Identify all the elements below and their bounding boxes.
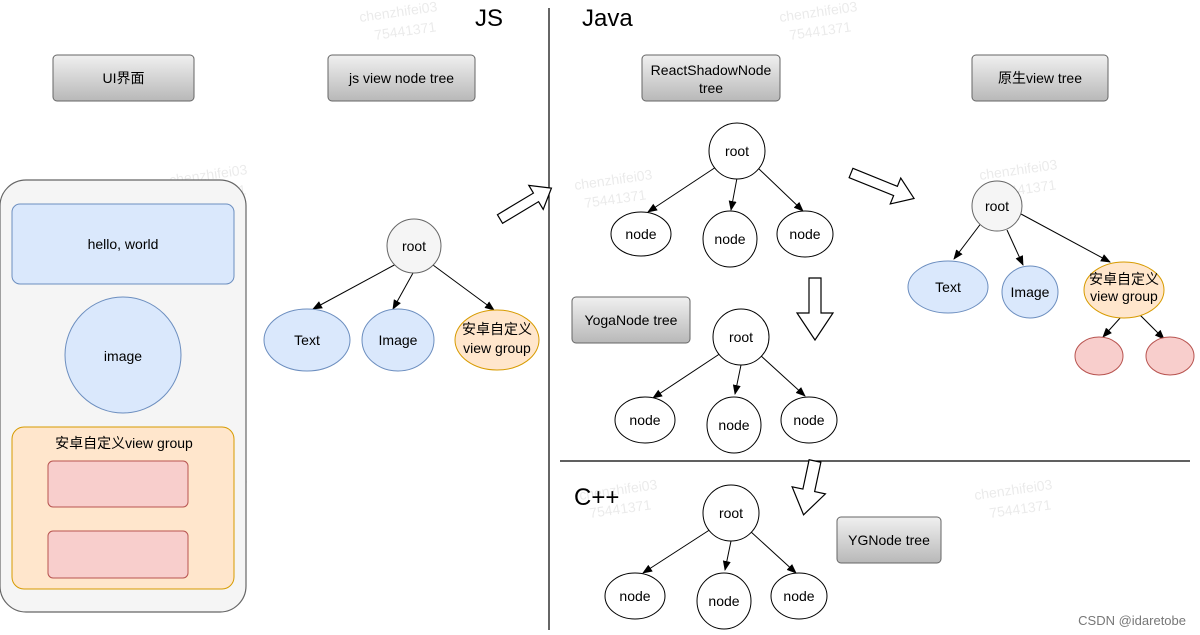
- svg-text:js view node tree: js view node tree: [348, 70, 454, 86]
- svg-text:node: node: [783, 588, 814, 604]
- shadow-child-node-2: node: [702, 210, 758, 268]
- svg-text:安卓自定义: 安卓自定义: [1089, 271, 1159, 287]
- svg-text:root: root: [729, 329, 753, 345]
- js-image-node: Image: [361, 308, 435, 372]
- yg-child-node-2: node: [696, 572, 752, 630]
- arrow-shadow-to-native: [848, 167, 916, 205]
- section-js-title: JS: [475, 5, 503, 32]
- svg-text:root: root: [725, 143, 749, 159]
- svg-text:75441371: 75441371: [988, 496, 1052, 521]
- yoga-child-node-2: node: [706, 396, 762, 454]
- svg-text:Text: Text: [935, 279, 961, 295]
- svg-text:Image: Image: [1011, 284, 1050, 300]
- js-text-node: Text: [263, 308, 351, 372]
- svg-text:YogaNode tree: YogaNode tree: [585, 312, 678, 328]
- yg-node-tree: root node node node: [604, 484, 828, 630]
- svg-text:node: node: [708, 593, 739, 609]
- svg-text:image: image: [104, 348, 142, 364]
- header-react-shadow-node-tree: ReactShadowNode tree: [641, 54, 781, 102]
- header-yg-node-tree: YGNode tree: [836, 516, 942, 564]
- svg-text:Text: Text: [294, 332, 320, 348]
- ui-phone-panel: hello, world image 安卓自定义view group: [0, 179, 247, 613]
- native-root-node: root: [971, 180, 1023, 232]
- svg-text:view group: view group: [463, 340, 531, 356]
- svg-text:YGNode tree: YGNode tree: [848, 532, 930, 548]
- svg-text:node: node: [789, 226, 820, 242]
- watermarks: chenzhifei03 75441371 chenzhifei03 75441…: [168, 0, 1058, 521]
- svg-text:原生view tree: 原生view tree: [998, 70, 1082, 86]
- group-child-1: [47, 460, 189, 508]
- svg-text:安卓自定义: 安卓自定义: [462, 321, 532, 337]
- svg-text:node: node: [714, 231, 745, 247]
- header-js-view-node-tree: js view node tree: [327, 54, 476, 102]
- svg-text:UI界面: UI界面: [103, 70, 145, 86]
- arrow-yoga-to-yg: [791, 459, 827, 516]
- svg-text:root: root: [719, 505, 743, 521]
- svg-text:75441371: 75441371: [373, 18, 437, 43]
- yg-root-node: root: [702, 484, 760, 542]
- native-image-node: Image: [1001, 265, 1059, 319]
- svg-text:root: root: [402, 238, 426, 254]
- svg-text:ReactShadowNode: ReactShadowNode: [651, 62, 772, 78]
- svg-text:node: node: [619, 588, 650, 604]
- native-view-group-node: 安卓自定义 view group: [1083, 261, 1165, 319]
- svg-text:tree: tree: [699, 80, 723, 96]
- js-view-group-node: 安卓自定义 view group: [454, 309, 540, 371]
- shadow-node-tree: root node node node: [610, 122, 834, 268]
- yoga-root-node: root: [712, 308, 770, 366]
- header-yoga-node-tree: YogaNode tree: [571, 296, 691, 344]
- svg-text:node: node: [625, 226, 656, 242]
- csdn-credit: CSDN @idaretobe: [1078, 613, 1186, 628]
- yoga-child-node-1: node: [614, 396, 676, 444]
- svg-text:安卓自定义view group: 安卓自定义view group: [55, 435, 193, 451]
- header-native-view-tree: 原生view tree: [971, 54, 1109, 102]
- arrow-js-to-java: [496, 184, 553, 225]
- yoga-child-node-3: node: [780, 396, 838, 444]
- group-child-2: [47, 530, 189, 579]
- native-group-child-1: [1074, 336, 1124, 376]
- arrow-shadow-to-yoga: [795, 277, 835, 342]
- svg-text:node: node: [629, 412, 660, 428]
- image-circle: image: [64, 296, 182, 414]
- shadow-child-node-1: node: [610, 211, 672, 257]
- yoga-node-tree: root node node node: [614, 308, 838, 454]
- js-root-node: root: [386, 218, 442, 274]
- svg-text:hello, world: hello, world: [88, 236, 159, 252]
- yg-child-node-3: node: [770, 572, 828, 620]
- hello-world-block: hello, world: [11, 203, 235, 285]
- js-view-node-tree: root Text Image 安卓自定义 view group: [263, 218, 540, 372]
- shadow-root-node: root: [708, 122, 766, 180]
- svg-text:Image: Image: [379, 332, 418, 348]
- native-group-child-2: [1145, 336, 1195, 376]
- native-text-node: Text: [907, 260, 989, 314]
- yg-child-node-1: node: [604, 572, 666, 620]
- header-ui: UI界面: [52, 54, 195, 102]
- svg-text:node: node: [718, 417, 749, 433]
- section-cpp-title: C++: [574, 484, 619, 511]
- svg-text:view group: view group: [1090, 288, 1158, 304]
- view-group-block: 安卓自定义view group: [11, 426, 235, 590]
- native-view-tree: root Text Image 安卓自定义 view group: [907, 180, 1195, 376]
- section-java-title: Java: [582, 5, 633, 32]
- svg-text:node: node: [793, 412, 824, 428]
- shadow-child-node-3: node: [776, 210, 834, 258]
- svg-text:root: root: [985, 198, 1009, 214]
